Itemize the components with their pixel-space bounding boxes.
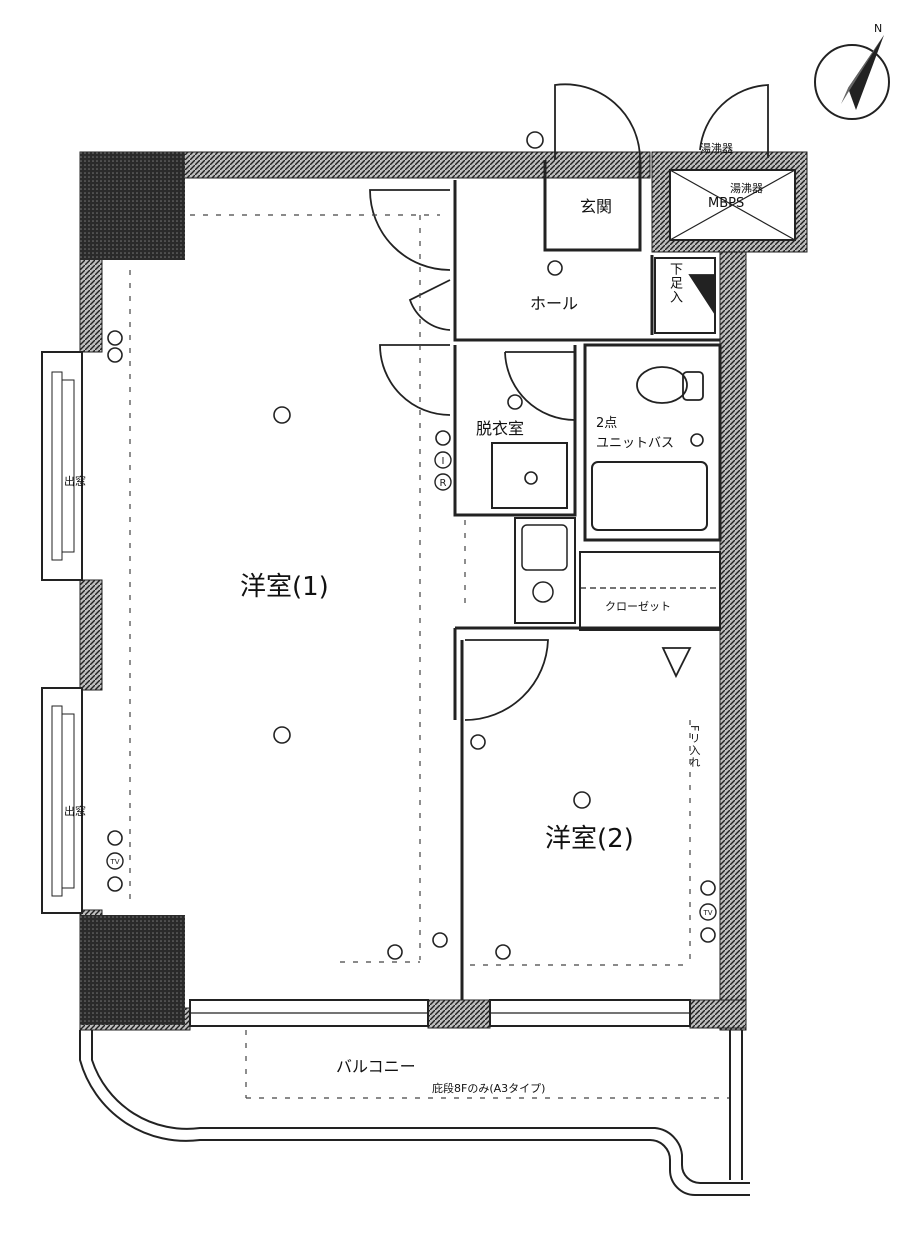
water-heater-label-1: 湯沸器 (700, 142, 733, 155)
hall-label: ホール (530, 294, 579, 313)
mbps-label: MBPS (708, 196, 745, 211)
dashed-lines (129, 214, 730, 1099)
tv-symbol-1: TV (109, 858, 119, 866)
bay-window-upper-label: 出窓 (64, 475, 86, 488)
compass-north-label: N (874, 22, 883, 35)
closet-label: クローゼット (605, 600, 671, 613)
light-fixtures (107, 131, 716, 960)
changing-room-label: 脱衣室 (476, 419, 525, 438)
door-swings (369, 83, 769, 721)
balcony-outline (79, 1030, 750, 1196)
bay-window-upper (41, 351, 83, 581)
bay-window-lower (41, 687, 83, 914)
balcony-label: バルコニー (336, 1057, 416, 1076)
unit-bath-label-2: ユニットバス (596, 436, 675, 451)
tv-symbol-2: TV (702, 909, 712, 917)
fixtures (636, 274, 715, 679)
remote-symbol: R (440, 478, 447, 489)
room-western-2-label: 洋室(2) (545, 824, 634, 854)
entrance-label: 玄関 (580, 197, 613, 216)
curtain-rail-label: Fリ入れ (688, 725, 701, 769)
bay-window-lower-label: 出窓 (64, 805, 86, 818)
room-western-1-label: 洋室(1) (240, 572, 329, 602)
unit-bath-label-1: 2点 (596, 416, 618, 431)
intercom-symbol: I (442, 456, 445, 467)
water-heater-label-2: 湯沸器 (730, 182, 763, 195)
compass (814, 35, 890, 120)
partitions (189, 160, 722, 1027)
shoebox-label: 下足入 (667, 262, 682, 304)
outer-wall (79, 151, 808, 1031)
balcony-note: 庇段8Fのみ(A3タイプ) (432, 1082, 546, 1095)
symbol-letters: I R TV TV (106, 451, 717, 921)
